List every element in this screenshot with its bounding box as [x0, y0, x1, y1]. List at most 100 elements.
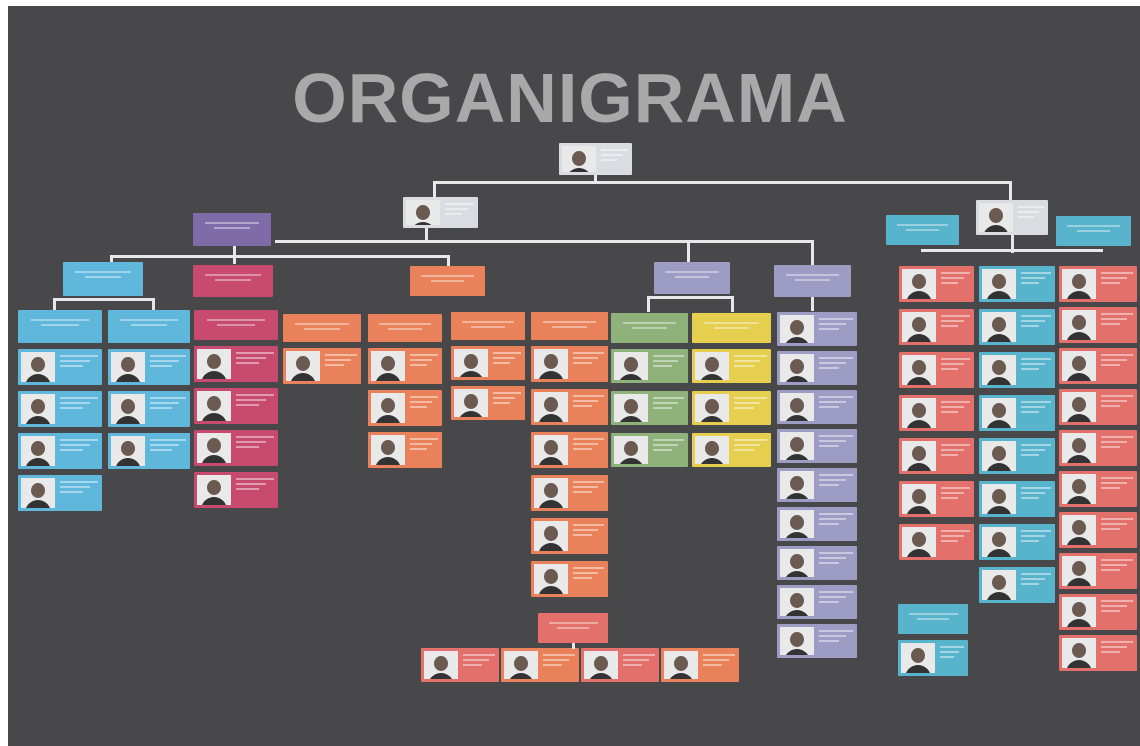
person-card	[18, 391, 102, 427]
team-label	[368, 314, 442, 342]
team-label	[898, 604, 968, 634]
person-card	[194, 430, 278, 466]
person-photo	[614, 352, 648, 380]
person-photo	[982, 527, 1016, 557]
person-card	[611, 391, 688, 425]
person-card	[979, 309, 1055, 345]
person-card	[108, 349, 190, 385]
person-photo	[371, 435, 405, 465]
person-photo	[111, 394, 145, 424]
person-card	[1059, 266, 1137, 302]
person-card	[531, 432, 608, 468]
department-label	[410, 266, 485, 296]
person-photo	[534, 392, 568, 422]
person-card	[1059, 430, 1137, 466]
person-card	[979, 266, 1055, 302]
person-card	[1059, 389, 1137, 425]
person-card	[1059, 594, 1137, 630]
person-photo	[1062, 351, 1096, 381]
person-photo	[371, 351, 405, 381]
person-card	[194, 472, 278, 508]
person-card	[777, 546, 857, 580]
department-label	[774, 265, 851, 297]
person-card	[899, 309, 974, 345]
area-label	[193, 213, 271, 246]
person-photo	[614, 394, 648, 422]
person-card	[692, 433, 771, 467]
person-photo	[695, 436, 729, 464]
person-photo	[982, 484, 1016, 514]
connector-line	[731, 296, 734, 312]
person-photo	[584, 651, 618, 679]
team-label	[538, 613, 608, 643]
director-card	[976, 200, 1048, 235]
connector-line	[233, 246, 236, 264]
person-photo	[982, 269, 1016, 299]
person-photo	[197, 391, 231, 421]
person-photo	[780, 315, 814, 343]
person-photo	[901, 643, 935, 673]
connector-line	[647, 296, 650, 312]
connector-line	[110, 255, 113, 264]
person-photo	[1062, 269, 1096, 299]
chart-title: ORGANIGRAMA	[292, 59, 848, 137]
person-card	[451, 346, 525, 380]
person-photo	[780, 627, 814, 655]
person-card	[1059, 635, 1137, 671]
person-photo	[902, 484, 936, 514]
person-photo	[780, 354, 814, 382]
person-card	[194, 346, 278, 382]
connector-line	[811, 240, 814, 265]
team-label	[451, 312, 525, 340]
person-photo	[286, 351, 320, 381]
person-photo	[982, 441, 1016, 471]
connector-line	[433, 181, 1011, 184]
team-label	[108, 310, 190, 343]
person-card	[777, 351, 857, 385]
person-card	[108, 433, 190, 469]
person-photo	[1062, 310, 1096, 340]
person-photo	[780, 393, 814, 421]
person-photo	[1062, 392, 1096, 422]
person-card	[531, 389, 608, 425]
person-photo	[534, 349, 568, 379]
department-label	[1056, 216, 1131, 246]
person-photo	[982, 355, 1016, 385]
department-label	[654, 262, 730, 294]
person-photo	[197, 433, 231, 463]
team-label	[531, 312, 608, 340]
person-photo	[562, 146, 596, 172]
person-card	[777, 507, 857, 541]
person-card	[777, 624, 857, 658]
person-photo	[21, 478, 55, 508]
person-card	[451, 386, 525, 420]
person-card	[1059, 307, 1137, 343]
person-card	[979, 481, 1055, 517]
person-photo	[979, 203, 1013, 232]
person-photo	[534, 478, 568, 508]
person-photo	[197, 349, 231, 379]
person-card	[18, 433, 102, 469]
department-label	[63, 262, 143, 296]
person-photo	[1062, 515, 1096, 545]
person-photo	[695, 394, 729, 422]
person-card	[18, 349, 102, 385]
connector-line	[110, 255, 450, 258]
person-photo	[664, 651, 698, 679]
person-card	[899, 481, 974, 517]
person-card	[979, 395, 1055, 431]
person-card	[692, 349, 771, 383]
connector-line	[811, 297, 814, 311]
person-card	[979, 567, 1055, 603]
person-card	[692, 391, 771, 425]
person-photo	[534, 435, 568, 465]
person-card	[777, 312, 857, 346]
person-card	[531, 561, 608, 597]
person-photo	[424, 651, 458, 679]
person-card	[581, 648, 659, 682]
person-card	[368, 432, 442, 468]
director-general-card	[559, 143, 632, 175]
person-photo	[111, 436, 145, 466]
person-card	[531, 475, 608, 511]
